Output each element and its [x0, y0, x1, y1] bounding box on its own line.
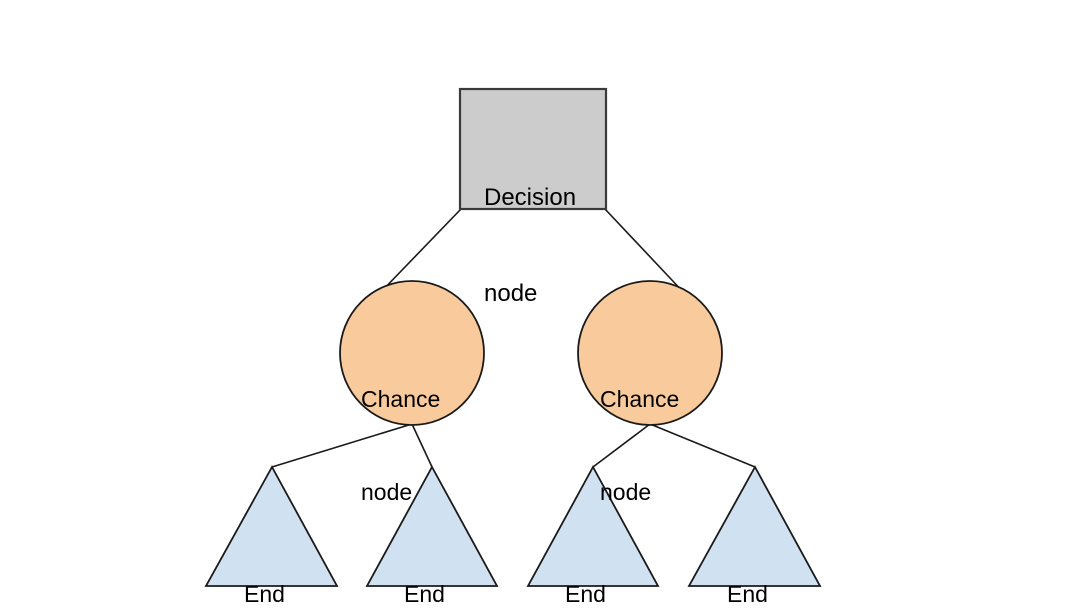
chance-node-left-shape[interactable] [339, 280, 485, 426]
edge-chance-right-to-end-3 [592, 423, 651, 468]
edge-chance-right-to-end-4 [649, 423, 756, 468]
decision-node-shape[interactable] [458, 87, 608, 211]
end-node-1-shape[interactable] [204, 465, 339, 587]
edge-decision-to-chance-right [604, 208, 687, 296]
chance-node-right-shape[interactable] [577, 280, 723, 426]
edge-chance-left-to-end-2 [411, 423, 433, 468]
edge-decision-to-chance-left [377, 208, 462, 296]
end-node-4-shape[interactable] [687, 465, 822, 587]
edge-chance-left-to-end-1 [271, 423, 413, 468]
end-node-3-shape[interactable] [526, 465, 660, 587]
end-node-2-shape[interactable] [365, 465, 499, 587]
